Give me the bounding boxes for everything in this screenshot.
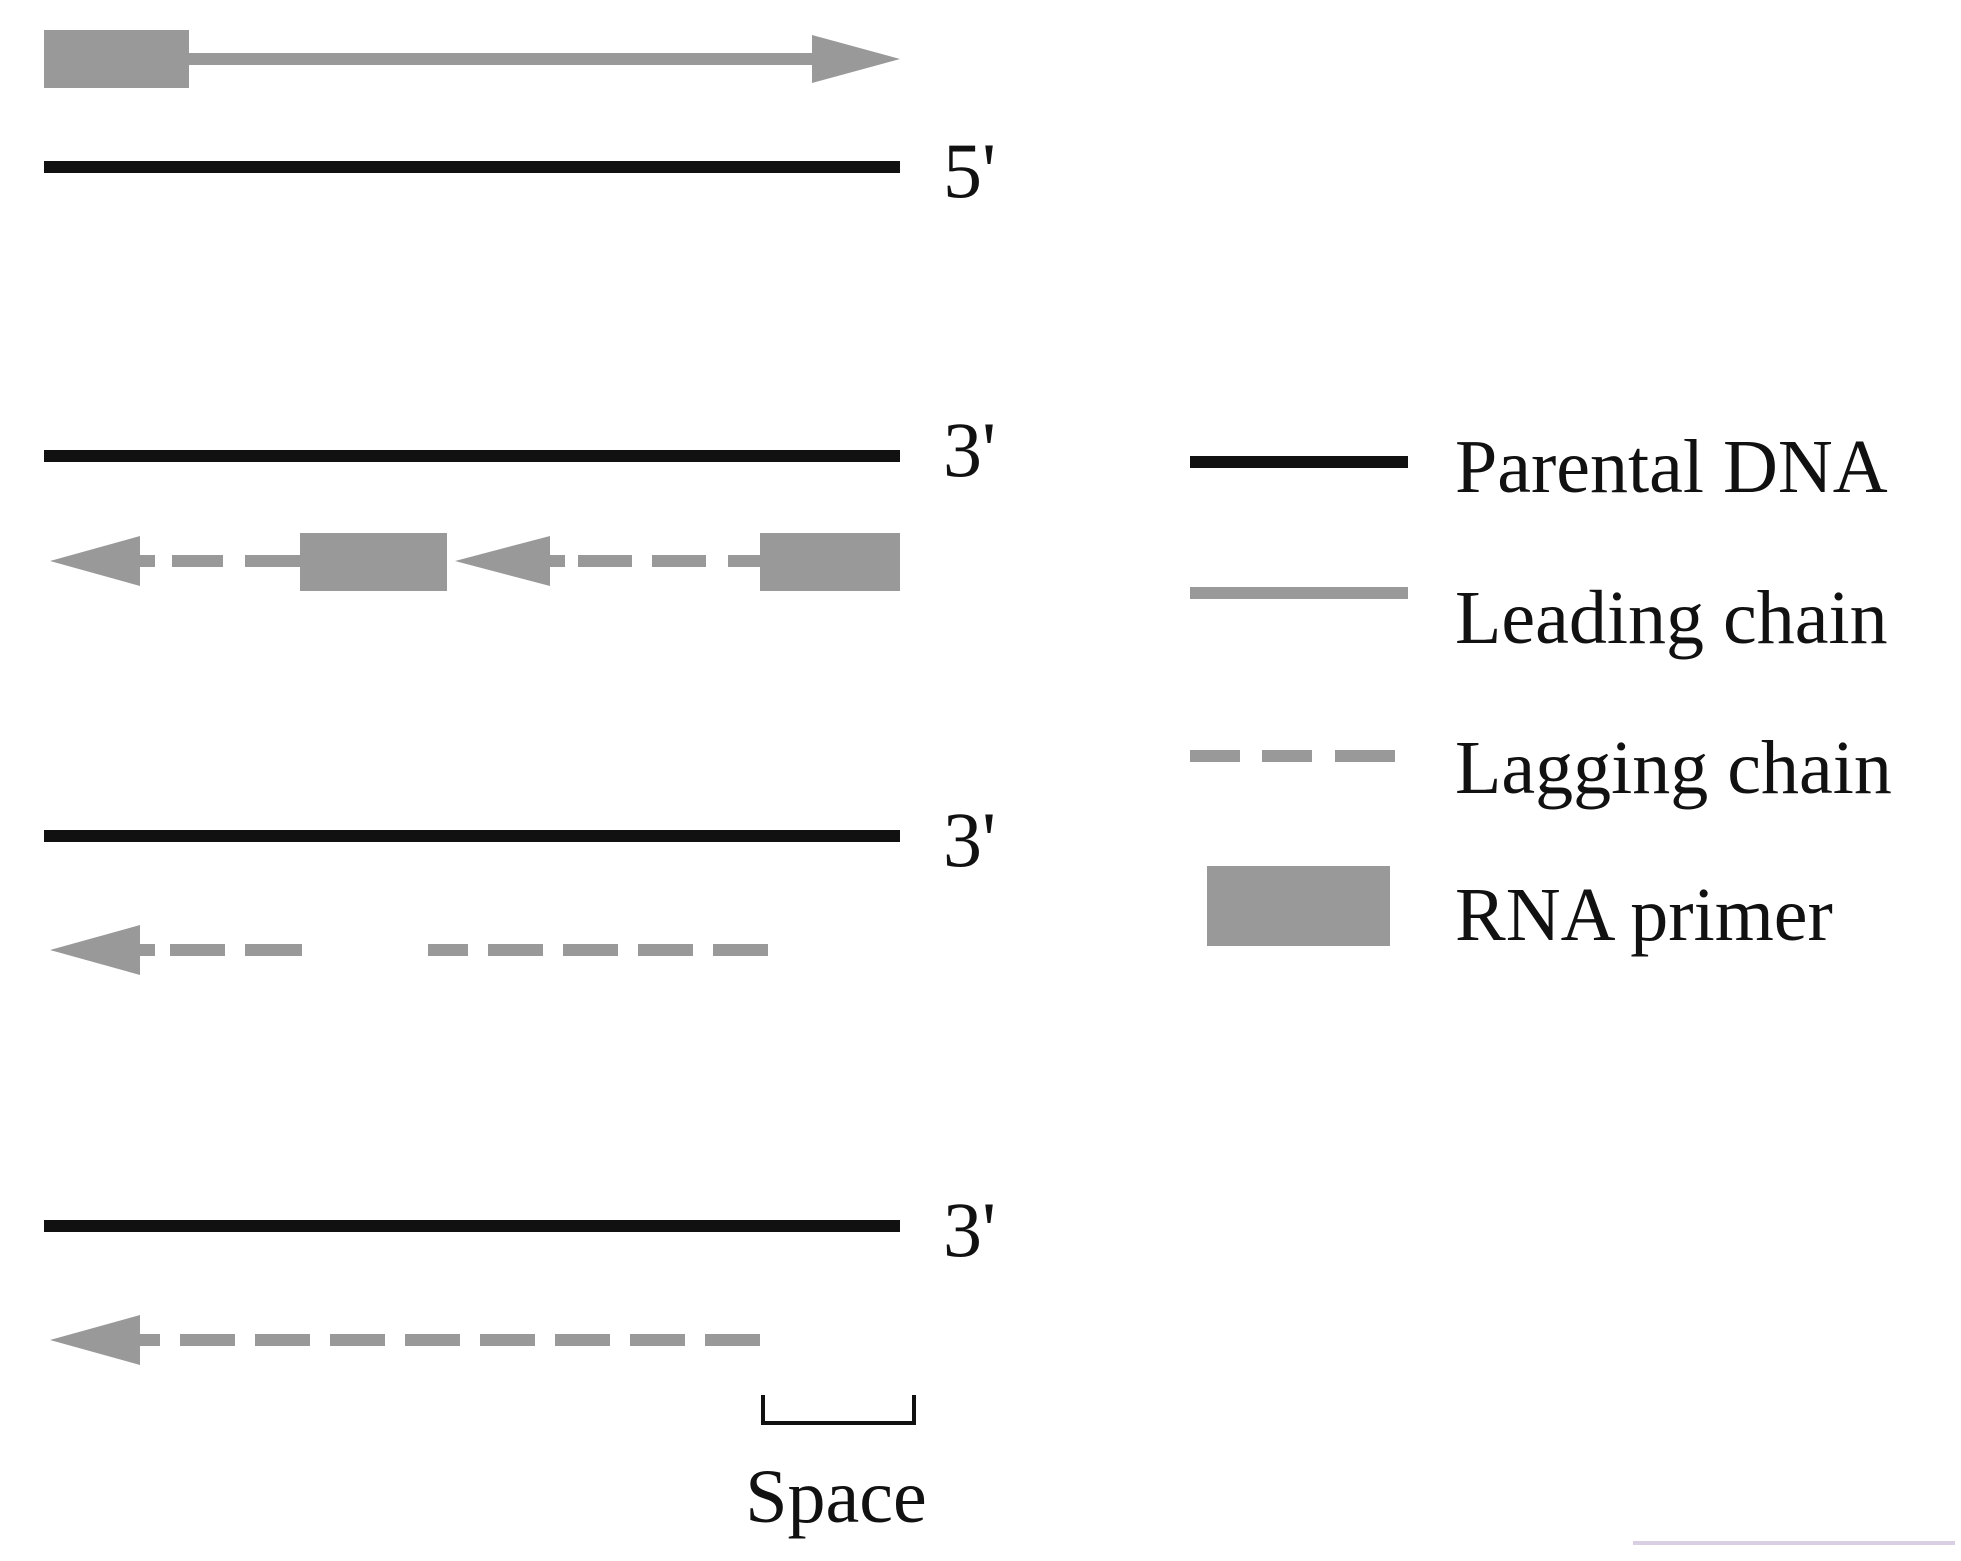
scale-bar-bracket (761, 1395, 916, 1425)
legend-swatch-primer (1207, 866, 1390, 946)
lagging-strand-row-1 (50, 533, 900, 591)
legend: Parental DNA Leading chain Lagging chain… (1190, 425, 1892, 957)
rna-primer-box (44, 30, 189, 88)
lagging-strand-row-2 (50, 925, 768, 975)
lagging-arrowhead-icon (455, 536, 550, 586)
strand-end-label-1: 5' (943, 127, 996, 214)
leading-arrowhead-icon (812, 35, 900, 83)
strand-end-label-3: 3' (943, 796, 996, 883)
legend-label-primer: RNA primer (1455, 873, 1833, 957)
legend-label-leading: Leading chain (1455, 576, 1888, 660)
lagging-strand-row-3 (50, 1315, 760, 1365)
lagging-arrowhead-icon (50, 1315, 140, 1365)
scale-bar-label: Space (745, 1455, 926, 1539)
lagging-arrowhead-icon (50, 536, 140, 586)
lagging-arrowhead-icon (50, 925, 140, 975)
legend-label-lagging: Lagging chain (1455, 726, 1892, 810)
legend-label-parental: Parental DNA (1455, 425, 1888, 509)
strand-end-label-2: 3' (943, 406, 996, 493)
strand-end-label-4: 3' (943, 1186, 996, 1273)
scale-bar: Space (745, 1395, 927, 1539)
leading-strand-group (44, 30, 900, 88)
rna-primer-box (300, 533, 447, 591)
rna-primer-box (760, 533, 900, 591)
